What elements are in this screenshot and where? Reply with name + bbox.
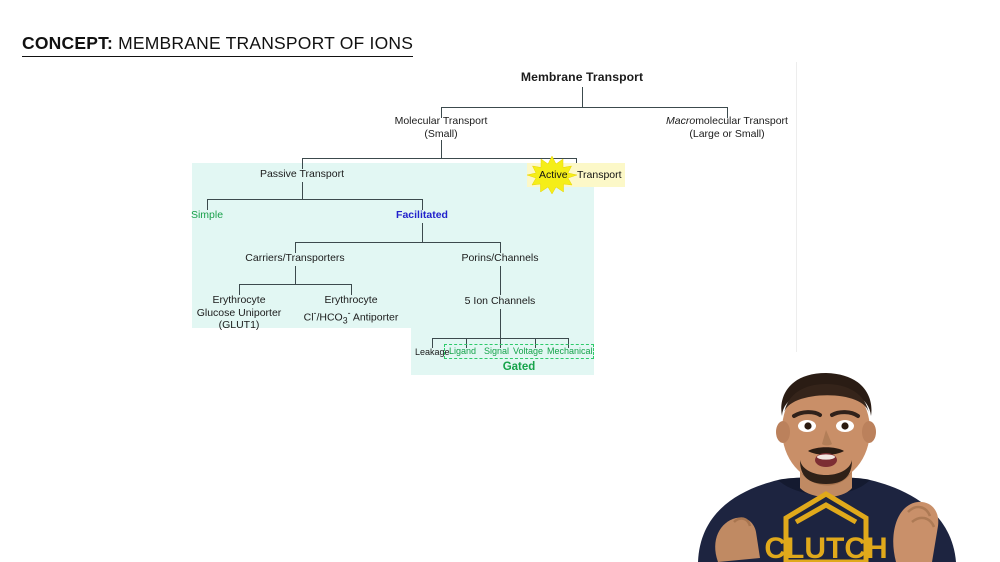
connector-level4-bar <box>295 242 501 244</box>
antiporter-line1: Erythrocyte <box>324 294 378 306</box>
node-passive-transport: Passive Transport <box>259 168 345 180</box>
antiporter-line2: Cl-/HCO3- Antiporter <box>276 307 426 327</box>
ion-channels-panel <box>411 333 594 375</box>
glucose-uniporter-line2: Glucose Uniporter <box>196 306 282 319</box>
moustache <box>808 447 844 455</box>
connector-level4-left <box>295 242 297 253</box>
node-membrane-transport: Membrane Transport <box>520 70 644 84</box>
connector-level3-left <box>207 199 209 210</box>
shirt-logo <box>783 491 869 562</box>
left-hand <box>715 517 760 562</box>
node-antiporter: Erythrocyte Cl-/HCO3- Antiporter <box>276 294 426 327</box>
node-macromolecular-transport-line2: (Large or Small) <box>689 127 765 140</box>
connector-level1-right <box>727 107 729 118</box>
shirt <box>698 480 956 562</box>
passive-transport-panel <box>192 163 594 328</box>
connector-passive-stem <box>302 182 304 199</box>
node-carriers-transporters: Carriers/Transporters <box>245 252 345 264</box>
starburst-icon <box>526 155 578 195</box>
node-facilitated: Facilitated <box>396 209 448 221</box>
node-active-transport: Active Transport <box>526 155 625 195</box>
glucose-uniporter-line1: Erythrocyte <box>212 294 266 306</box>
antiporter-cl: Cl <box>303 311 314 324</box>
connector-ionchannels-stem <box>500 309 502 338</box>
antiporter-post: Antiporter <box>350 311 399 324</box>
connector-channel-signal <box>500 338 502 348</box>
antiporter-mid: /HCO <box>316 311 343 324</box>
page-title: CONCEPT: MEMBRANE TRANSPORT OF IONS <box>22 33 414 57</box>
gated-channels-group <box>444 344 594 359</box>
connector-level1-left <box>441 107 443 118</box>
node-molecular-transport-line1: Molecular Transport <box>394 115 488 127</box>
node-porins-channels: Porins/Channels <box>461 252 539 264</box>
beard <box>800 460 852 484</box>
node-voltage-gated: Voltage <box>513 346 544 356</box>
connector-root-stem <box>582 87 584 107</box>
connector-level2-bar <box>302 158 577 160</box>
node-molecular-transport: Molecular Transport (Small) <box>341 115 541 140</box>
vertical-divider <box>796 62 797 352</box>
presenter-illustration: CLUTCH <box>660 372 1000 562</box>
node-simple: Simple <box>190 209 224 221</box>
node-ligand-gated: Ligand <box>449 346 477 356</box>
node-glucose-uniporter: Erythrocyte Glucose Uniporter (GLUT1) <box>164 294 314 332</box>
macro-italic-prefix: Macro <box>666 115 696 127</box>
connector-level5-left <box>239 284 241 295</box>
connector-molecular-stem <box>441 140 443 158</box>
connector-level1-bar <box>441 107 728 109</box>
membrane-transport-diagram: Membrane Transport Molecular Transport (… <box>0 55 1000 395</box>
connector-level3-right <box>422 199 424 210</box>
connector-channel-mechanical <box>568 338 570 348</box>
presenter-video: CLUTCH <box>660 372 1000 562</box>
connector-level5-right <box>351 284 353 295</box>
glucose-uniporter-line3: (GLUT1) <box>218 319 260 332</box>
antiporter-sub3: 3 <box>342 315 348 326</box>
node-macromolecular-transport: Macromolecular Transport (Large or Small… <box>627 115 827 140</box>
node-signal-gated: Signal <box>484 346 510 356</box>
active-transport-rest: Transport <box>577 169 622 181</box>
node-macromolecular-transport-line1: Macromolecular Transport <box>627 115 827 128</box>
connector-channel-ligand <box>466 338 468 348</box>
macro-rest: molecular Transport <box>695 115 788 127</box>
shirt-logo-text: CLUTCH <box>764 532 887 562</box>
connector-porins-stem <box>500 266 502 295</box>
page-title-keyword: CONCEPT: <box>22 33 114 53</box>
antiporter-cl-charge: - <box>313 307 317 318</box>
right-hand <box>893 501 939 562</box>
gated-group-label: Gated <box>502 361 536 373</box>
connector-facilitated-stem <box>422 223 424 242</box>
page-title-text: MEMBRANE TRANSPORT OF IONS <box>113 33 414 53</box>
connector-level5-bar <box>239 284 352 286</box>
hair <box>781 373 872 416</box>
connector-level2-left <box>302 158 304 169</box>
connector-carriers-stem <box>295 266 297 284</box>
ion-channels-panel-upper <box>411 320 594 338</box>
connector-level3-bar <box>207 199 423 201</box>
node-molecular-transport-line2: (Small) <box>424 127 458 140</box>
node-leakage-channel: Leakage <box>415 347 450 357</box>
connector-channel-voltage <box>535 338 537 348</box>
node-mechanical-gated: Mechanical <box>547 346 593 356</box>
antiporter-hco3-charge: - <box>347 307 351 318</box>
active-label: Active <box>539 169 568 181</box>
node-5-ion-channels: 5 Ion Channels <box>464 295 536 307</box>
connector-channel-leakage <box>432 338 434 348</box>
connector-level4-right <box>500 242 502 253</box>
